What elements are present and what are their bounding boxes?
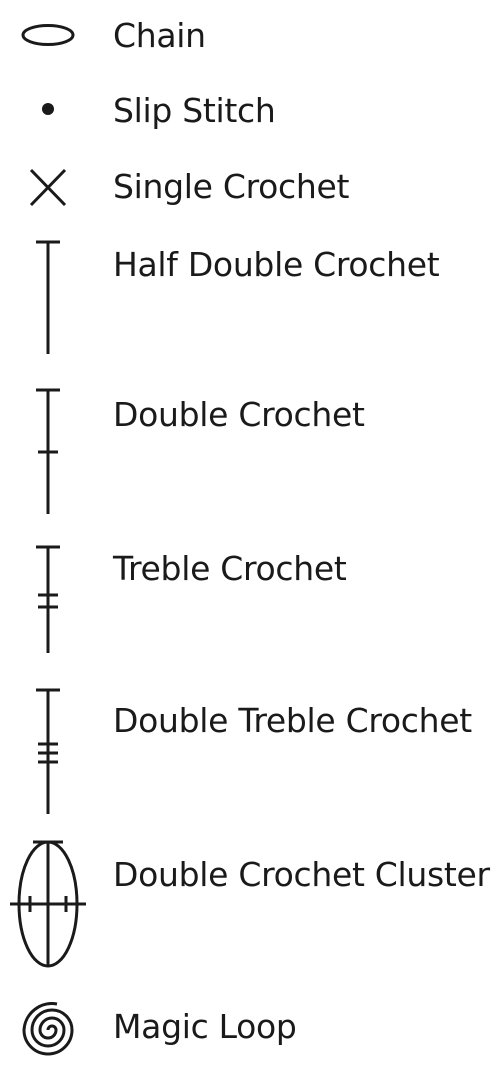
legend-label-double-treble-crochet: Double Treble Crochet — [113, 701, 472, 740]
legend-label-single-crochet: Single Crochet — [113, 167, 350, 206]
legend-label-treble-crochet: Treble Crochet — [113, 549, 347, 588]
legend-label-half-double-crochet: Half Double Crochet — [113, 245, 440, 284]
legend-label-slip-stitch: Slip Stitch — [113, 91, 276, 130]
legend-label-magic-loop: Magic Loop — [113, 1007, 297, 1046]
legend-label-double-crochet-cluster: Double Crochet Cluster — [113, 855, 490, 894]
legend-label-chain: Chain — [113, 16, 206, 55]
legend-label-double-crochet: Double Crochet — [113, 395, 365, 434]
